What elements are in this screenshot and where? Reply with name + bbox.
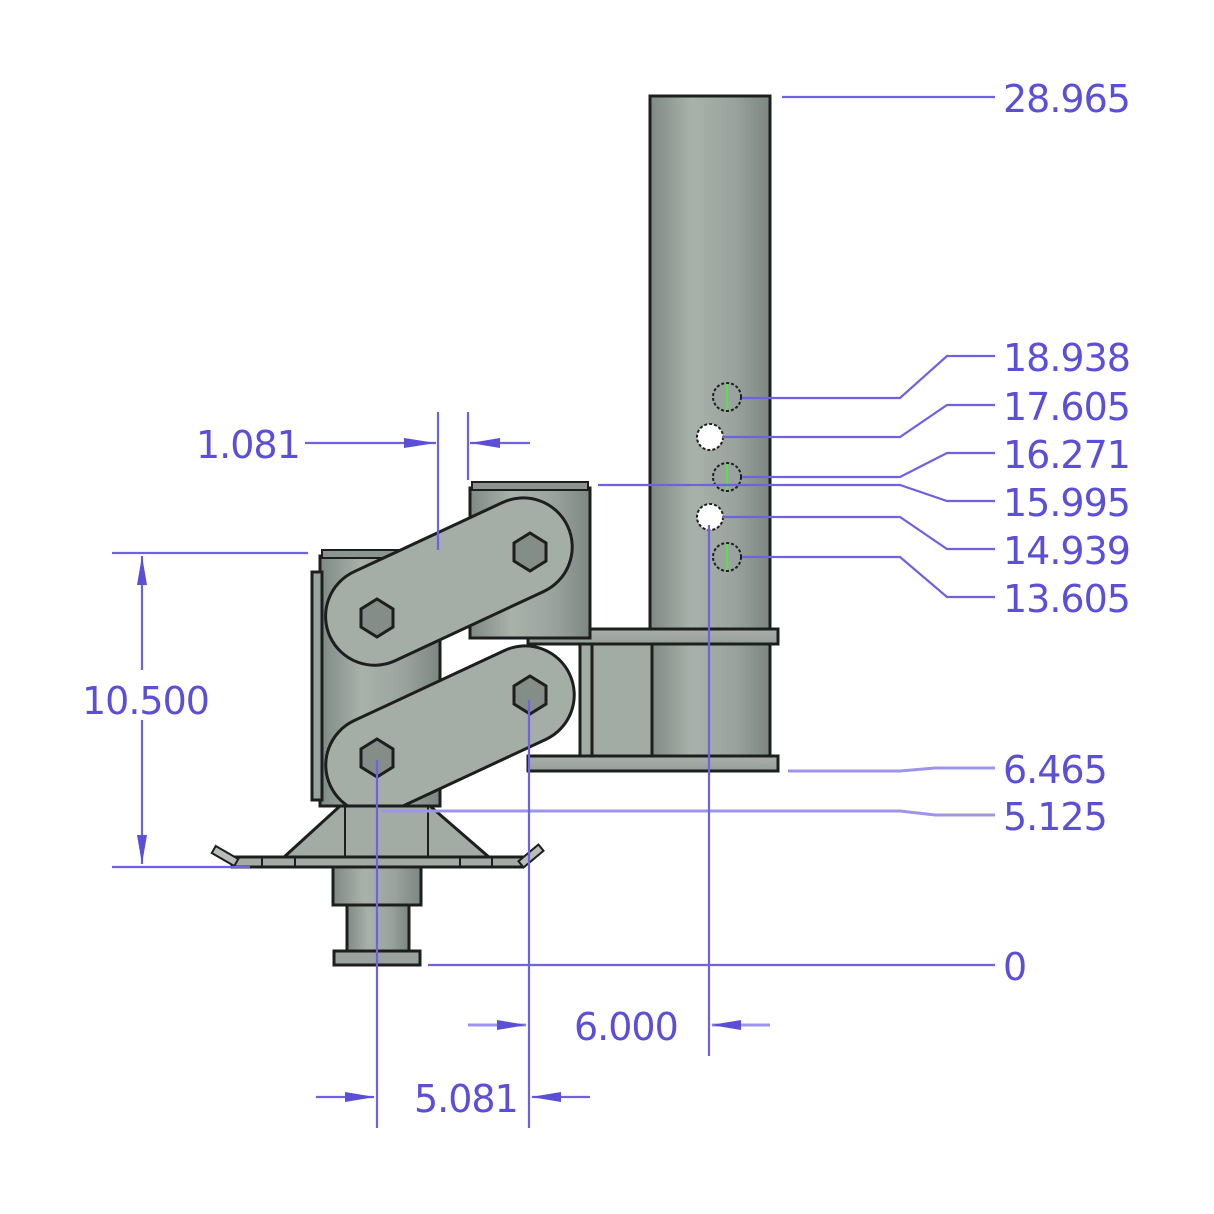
dimensions: 28.965 18.938 17.605 16.271 15.995 14.93… (82, 77, 1131, 1128)
dim-16-271: 16.271 (1003, 433, 1130, 477)
dim-6-000: 6.000 (574, 1005, 678, 1049)
left-tab (210, 844, 240, 868)
dim-18-938: 18.938 (1003, 336, 1130, 380)
dim-13-605: 13.605 (1003, 577, 1130, 621)
dim-6-465: 6.465 (1003, 748, 1107, 792)
dim-17-605: 17.605 (1003, 385, 1130, 429)
hole-13-605 (712, 542, 742, 572)
hex-bolt-icon (512, 531, 548, 573)
hole-18-938 (712, 382, 742, 412)
base-gusset-cone (279, 804, 495, 860)
bolts (359, 531, 548, 779)
hole-17-605 (696, 423, 724, 451)
hole-16-271 (712, 462, 742, 492)
lower-link-arm (324, 644, 576, 816)
side-gusset (310, 570, 324, 802)
lower-bracket-plate (526, 754, 780, 773)
dim-5-125: 5.125 (1003, 795, 1107, 839)
dim-1-081: 1.081 (196, 423, 300, 467)
dim-0: 0 (1003, 945, 1026, 989)
dim-28-965: 28.965 (1003, 77, 1130, 121)
dim-5-081: 5.081 (414, 1077, 518, 1121)
dim-14-939: 14.939 (1003, 529, 1130, 573)
dim-15-995: 15.995 (1003, 481, 1130, 525)
dim-10-500: 10.500 (82, 679, 209, 723)
hitch-assembly (210, 94, 780, 967)
hex-bolt-icon (359, 597, 395, 639)
